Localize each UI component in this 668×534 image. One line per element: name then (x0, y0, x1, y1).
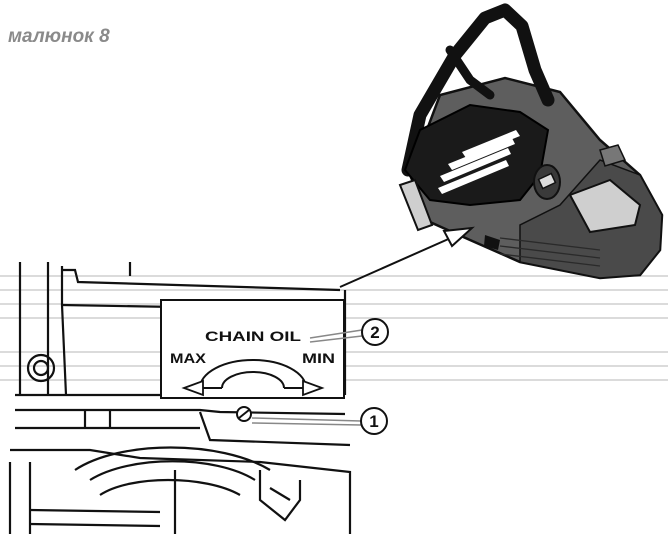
pointer-arrow (339, 226, 475, 288)
callout-1-number: 1 (369, 412, 378, 431)
chain-oil-label: CHAIN OIL (205, 328, 302, 344)
min-label: MIN (302, 350, 335, 366)
filler-screw-icon (236, 406, 252, 422)
vent-slots (438, 130, 520, 194)
starter-knob-icon (533, 164, 561, 200)
figure-caption: малюнок 8 (8, 26, 110, 47)
chainsaw-illustration (398, 3, 664, 280)
callout-2: 2 (309, 318, 389, 346)
callout-2-number: 2 (370, 323, 379, 342)
chain-oil-label-plate: CHAIN OIL MAX MIN (160, 299, 345, 399)
max-label: MAX (170, 350, 207, 366)
callout-1: 1 (251, 407, 388, 435)
